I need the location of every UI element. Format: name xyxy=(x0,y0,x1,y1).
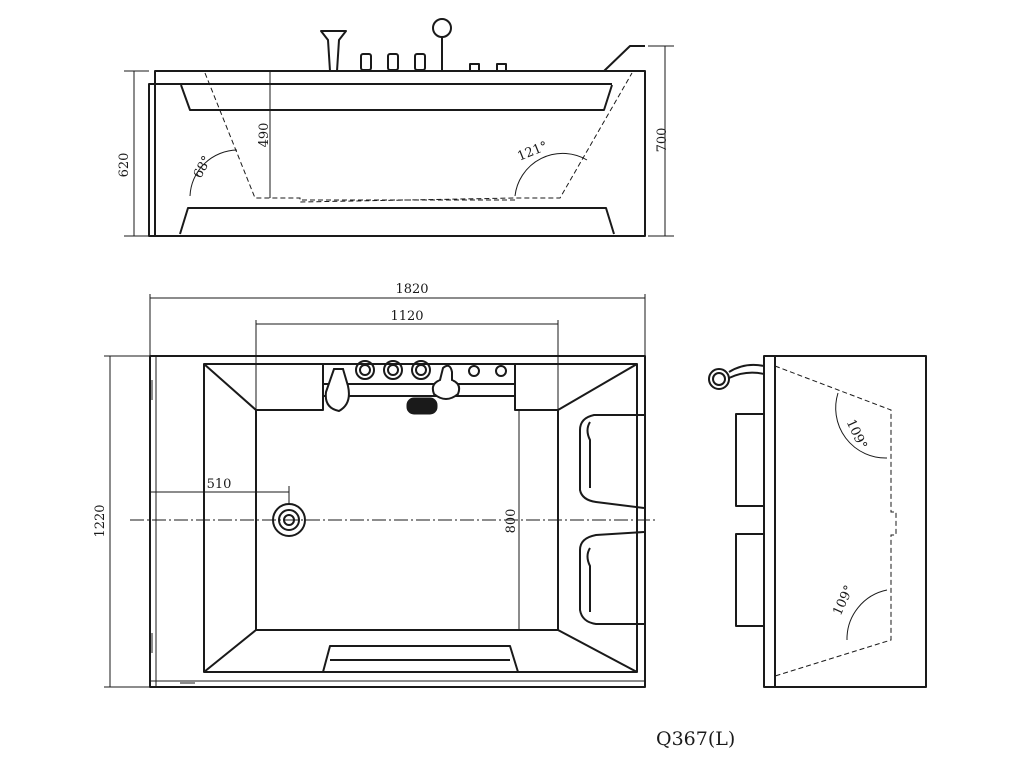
dim-height-outer-label: 700 xyxy=(655,128,670,153)
plan-valve-2-icon xyxy=(383,360,403,380)
plan-front-step xyxy=(322,645,519,673)
side-left-panel xyxy=(148,83,156,237)
side-valve-2-icon xyxy=(387,53,399,71)
plan-spout-icon xyxy=(324,368,350,413)
side-lower-plinth xyxy=(179,207,615,235)
plan-basin xyxy=(255,395,559,631)
side-angle-left-arc xyxy=(189,149,238,197)
side-tub-body xyxy=(154,70,646,237)
side-valve-1-icon xyxy=(360,53,372,71)
dim-inner-width-label: 800 xyxy=(504,509,519,534)
end-inner-basin xyxy=(774,365,897,677)
headrest-lower xyxy=(579,531,645,625)
end-angle-bottom-arc xyxy=(846,589,888,641)
headrest-upper xyxy=(579,414,645,509)
side-elevation-view: 620 490 700 68° 121° xyxy=(117,18,674,237)
side-backrest xyxy=(603,45,645,72)
plan-overflow-icon xyxy=(406,397,438,415)
side-handshower-icon xyxy=(432,18,452,72)
end-elevation-view: 109° 109° xyxy=(708,355,927,688)
end-angle-bottom-label: 109° xyxy=(830,583,857,618)
side-inner-basin xyxy=(204,72,633,203)
side-valve-3-icon xyxy=(414,53,426,71)
side-knob-2-icon xyxy=(496,63,507,72)
plan-knob-2-icon xyxy=(495,365,507,377)
side-angle-right-label: 121° xyxy=(515,139,550,165)
dim-inner-length-label: 1120 xyxy=(390,309,423,324)
model-code-label: Q367(L) xyxy=(656,728,735,750)
end-tub-body xyxy=(763,355,927,688)
plan-handshower-icon xyxy=(431,364,461,400)
side-spout-icon xyxy=(320,30,347,72)
plan-valve-1-icon xyxy=(355,360,375,380)
side-knob-1-icon xyxy=(469,63,480,72)
dim-drain-offset-label: 510 xyxy=(207,477,232,492)
plan-valve-3-icon xyxy=(411,360,431,380)
dim-height-inner-label: 620 xyxy=(117,153,132,178)
end-headrest-lower xyxy=(735,533,765,627)
side-upper-lip xyxy=(180,84,613,111)
plan-view: 1820 1120 1220 510 800 xyxy=(93,282,655,688)
side-angle-right-arc xyxy=(514,152,588,197)
end-headrest-upper xyxy=(735,413,765,507)
end-handshower-icon xyxy=(708,363,765,390)
dim-depth-label: 490 xyxy=(257,123,272,148)
dim-length-label: 1820 xyxy=(395,282,428,297)
end-angle-top-label: 109° xyxy=(843,417,870,452)
end-angle-top-arc xyxy=(835,392,888,459)
dim-width-label: 1220 xyxy=(93,504,108,537)
plan-outer-rim xyxy=(149,355,646,688)
plan-knob-1-icon xyxy=(468,365,480,377)
